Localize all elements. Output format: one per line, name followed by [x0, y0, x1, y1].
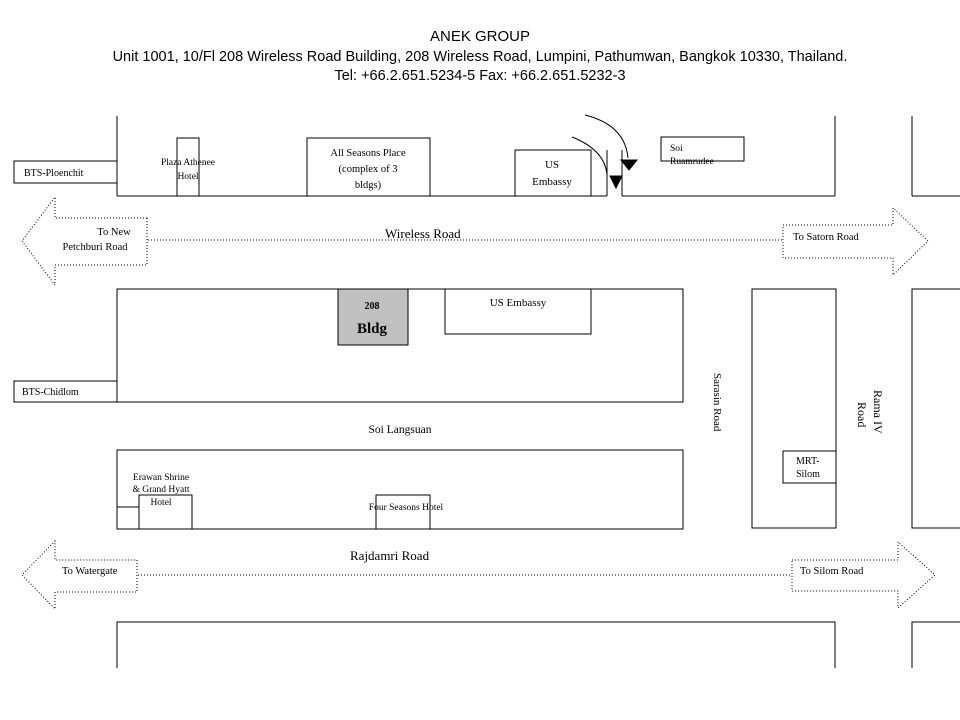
all-seasons-label-line1: All Seasons Place [330, 148, 406, 159]
new-petchburi-label-line2: Petchburi Road [62, 242, 128, 253]
sarasin-road-label: Sarasin Road [711, 373, 723, 432]
mrt-silom-label-line2: Silom [796, 469, 820, 480]
building-208: 208 Bldg [337, 288, 409, 346]
us-embassy-south: US Embassy [444, 288, 592, 335]
silom-label: To Silom Road [800, 566, 864, 577]
us-embassy-north: US Embassy [514, 149, 592, 197]
bts-chidlom-station: BTS-Chidlom [13, 380, 118, 403]
rajdamri-road-label: Rajdamri Road [350, 548, 430, 563]
us-embassy-north-label-line1: US [545, 159, 559, 171]
soi-langsuan-label: Soi Langsuan [369, 424, 432, 436]
company-address: Unit 1001, 10/Fl 208 Wireless Road Build… [112, 49, 848, 65]
soi-ruamrudee-label-line1: Soi [670, 144, 683, 154]
south-block [116, 449, 684, 530]
soi-ruamrudee-sign: Soi Ruamrudee [660, 136, 745, 167]
plaza-athenee-hotel: Plaza Athenee Hotel [161, 137, 215, 197]
arrow-to-watergate: To Watergate [21, 539, 138, 611]
plaza-athenee-label-line2: Hotel [177, 172, 198, 182]
rajdamri-road: Rajdamri Road [138, 548, 792, 576]
erawan-label-line3: Hotel [150, 498, 171, 508]
rama-iv-label-line1: Rama IV [871, 390, 885, 434]
building-208-number: 208 [365, 301, 380, 312]
all-seasons-label-line2: (complex of 3 [339, 164, 398, 175]
company-contact: Tel: +66.2.651.5234-5 Fax: +66.2.651.523… [334, 68, 626, 84]
soi-ruamrudee-entrance [571, 114, 639, 190]
erawan-shrine-grand-hyatt: Erawan Shrine & Grand Hyatt Hotel [116, 473, 193, 530]
mrt-silom-station: MRT- Silom [782, 450, 837, 484]
bts-chidlom-label: BTS-Chidlom [22, 387, 79, 398]
erawan-label-line2: & Grand Hyatt [133, 485, 190, 495]
wireless-road-label: Wireless Road [385, 226, 461, 241]
us-embassy-north-label-line2: Embassy [532, 176, 572, 188]
rama-iv-road: Rama IV Road [855, 390, 885, 434]
company-name: ANEK GROUP [429, 28, 531, 45]
mrt-silom-label-line1: MRT- [796, 456, 819, 467]
arrow-to-satorn: To Satorn Road [782, 206, 929, 277]
building-208-label: Bldg [357, 321, 388, 337]
four-seasons-hotel: Four Seasons Hotel [369, 494, 444, 530]
bts-ploenchit-station: BTS-Ploenchit [13, 160, 118, 184]
bts-ploenchit-label: BTS-Ploenchit [24, 168, 84, 179]
all-seasons-label-line3: bldgs) [355, 180, 382, 191]
new-petchburi-label-line1: To New [97, 227, 131, 238]
rama-iv-label-line2: Road [855, 402, 869, 427]
all-seasons-place: All Seasons Place (complex of 3 bldgs) [306, 137, 431, 197]
bottom-block [116, 621, 960, 668]
far-east-block [911, 288, 960, 529]
watergate-label: To Watergate [62, 566, 118, 577]
four-seasons-label: Four Seasons Hotel [369, 503, 444, 513]
soi-ruamrudee-label-line2: Ruamrudee [670, 157, 714, 167]
us-embassy-south-label: US Embassy [490, 297, 547, 309]
plaza-athenee-label-line1: Plaza Athenee [161, 158, 215, 168]
arrow-to-silom: To Silom Road [791, 540, 936, 610]
wireless-road: Wireless Road [148, 226, 782, 241]
arrow-to-new-petchburi: To New Petchburi Road [21, 195, 148, 287]
satorn-label: To Satorn Road [793, 232, 860, 243]
east-block [751, 288, 837, 529]
erawan-label-line1: Erawan Shrine [133, 473, 189, 483]
